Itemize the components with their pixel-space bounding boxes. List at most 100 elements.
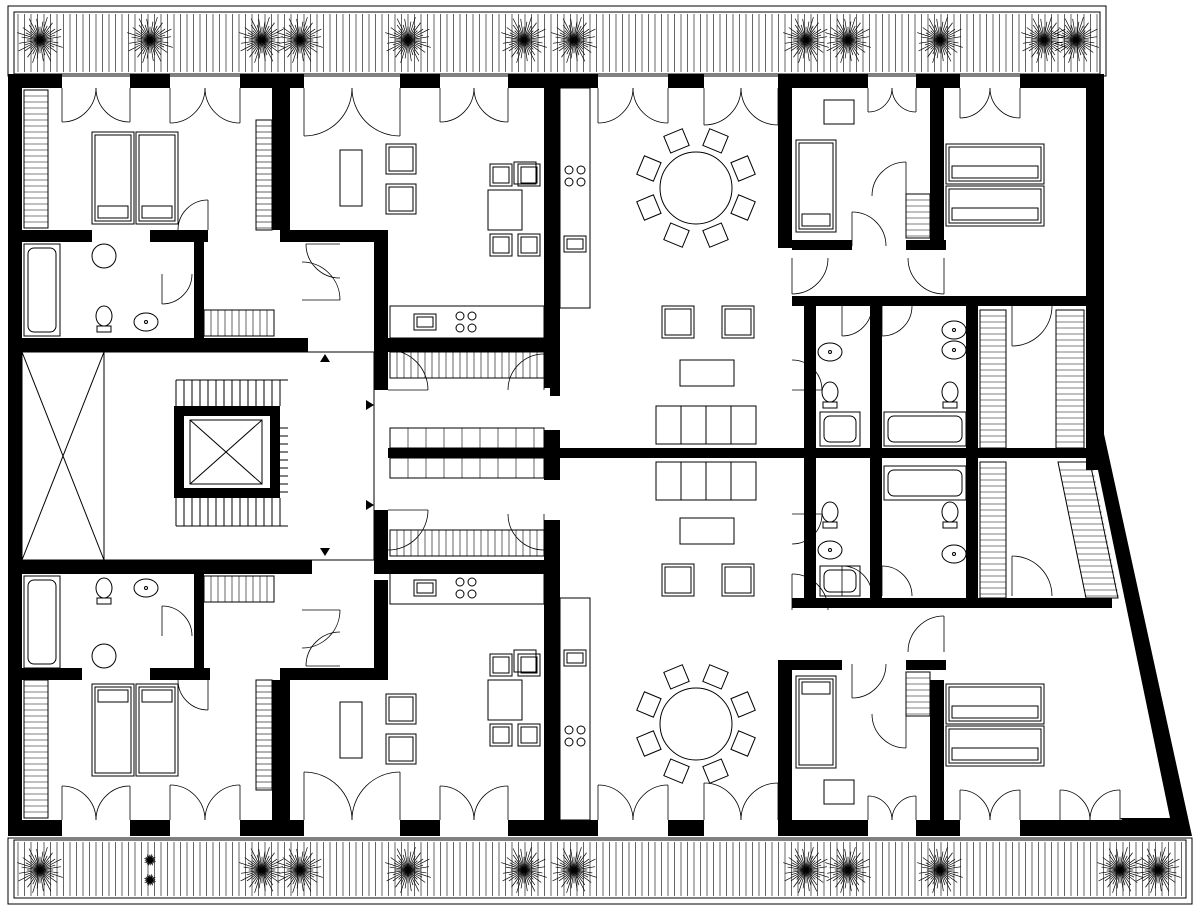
plant-icon <box>825 17 871 63</box>
door <box>169 784 206 821</box>
furniture <box>23 87 1119 821</box>
door <box>1059 789 1091 821</box>
plant-icon <box>144 874 156 886</box>
wall <box>906 660 946 670</box>
wall <box>544 520 560 820</box>
door <box>95 87 131 123</box>
wall <box>792 660 842 670</box>
desk <box>823 779 855 805</box>
wall <box>792 598 1112 608</box>
door <box>61 785 97 821</box>
chair <box>513 649 537 673</box>
wall <box>1020 74 1104 88</box>
plant-icon <box>917 17 963 63</box>
door <box>387 349 429 391</box>
plant-icon <box>239 847 285 893</box>
plant-icon <box>501 17 547 63</box>
door <box>632 784 669 821</box>
door <box>161 273 193 305</box>
coffee-table <box>679 517 735 545</box>
door <box>507 353 545 391</box>
wall <box>792 296 1092 306</box>
door <box>841 305 873 337</box>
plant-icon <box>17 847 63 893</box>
wall <box>374 580 388 680</box>
arrow-up-icon <box>320 354 330 362</box>
door <box>907 615 945 653</box>
door <box>439 87 475 123</box>
plant-icon <box>783 847 829 893</box>
wall <box>174 406 280 416</box>
plant-icon <box>551 17 597 63</box>
armchair <box>385 693 417 725</box>
bed <box>795 675 837 769</box>
chair <box>702 222 729 248</box>
storage <box>255 679 273 791</box>
toilet <box>821 501 839 529</box>
door <box>871 713 907 749</box>
wall <box>906 240 946 250</box>
wall <box>272 88 290 230</box>
armchair <box>517 653 541 677</box>
chair <box>663 758 690 784</box>
door <box>959 789 991 821</box>
armchair <box>517 233 541 257</box>
door <box>597 87 634 124</box>
armchair <box>489 233 513 257</box>
shower-drain <box>91 243 117 269</box>
wall <box>130 74 170 88</box>
storage <box>203 309 275 337</box>
chair <box>513 161 537 185</box>
plant-icon <box>501 847 547 893</box>
door <box>177 679 209 711</box>
armchair <box>489 163 513 187</box>
storage <box>389 457 545 479</box>
chair <box>663 222 690 248</box>
coffee-table <box>339 701 363 759</box>
wall <box>668 74 704 88</box>
sink <box>133 578 159 598</box>
wall <box>280 668 380 680</box>
bed <box>945 185 1045 227</box>
door <box>881 565 913 597</box>
plant-icon <box>1135 847 1181 893</box>
door <box>1011 555 1053 597</box>
toilet <box>95 577 113 605</box>
plant-icon <box>551 847 597 893</box>
door <box>632 87 669 124</box>
wall <box>668 820 704 836</box>
bathtub <box>883 465 967 501</box>
armchair <box>721 563 755 597</box>
storage <box>1055 309 1085 449</box>
chair <box>702 128 729 154</box>
planters <box>17 17 1181 893</box>
wall <box>374 230 388 330</box>
storage <box>905 193 931 239</box>
door <box>161 605 193 637</box>
storage <box>389 351 545 379</box>
cooktop <box>455 311 477 333</box>
chair <box>730 194 756 221</box>
armchair <box>661 305 695 339</box>
sink <box>941 544 967 564</box>
plant-icon <box>385 17 431 63</box>
plant-icon <box>144 854 156 866</box>
door <box>177 199 209 231</box>
door <box>959 87 991 119</box>
door <box>871 161 907 197</box>
wall <box>270 406 280 498</box>
wall <box>194 570 204 670</box>
shaft <box>21 351 105 561</box>
door <box>61 87 97 123</box>
chair <box>636 194 662 221</box>
wall <box>916 820 960 836</box>
door <box>169 87 206 124</box>
door <box>204 784 241 821</box>
door <box>473 87 509 123</box>
storage <box>979 461 1007 599</box>
door <box>303 87 353 137</box>
cooktop <box>564 725 586 747</box>
door <box>791 257 829 295</box>
chair <box>730 691 756 718</box>
bed <box>945 725 1045 767</box>
